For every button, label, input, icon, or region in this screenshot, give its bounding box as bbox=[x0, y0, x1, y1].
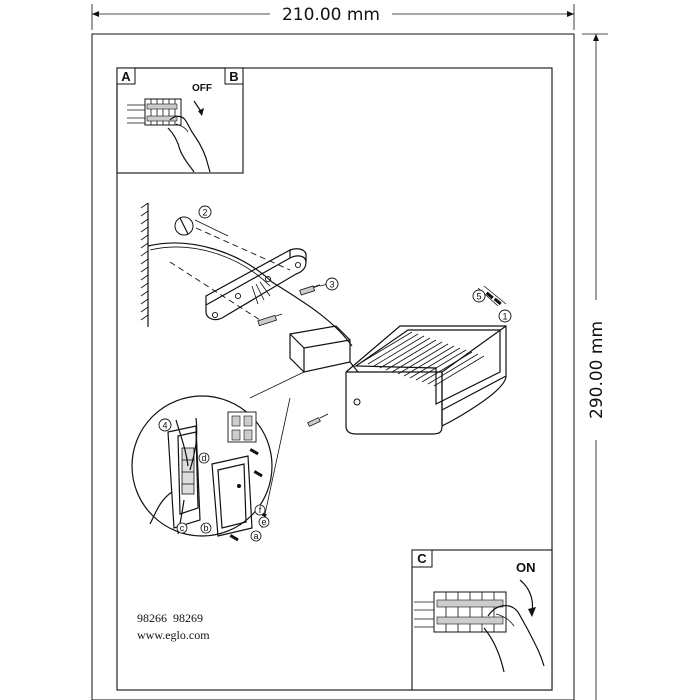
lamp-ribs bbox=[361, 331, 485, 387]
svg-text:f: f bbox=[259, 505, 262, 515]
step-2-marker: 2 bbox=[198, 205, 212, 219]
mains-cable bbox=[147, 242, 353, 347]
detail-leader-2 bbox=[261, 397, 291, 529]
step-3-marker: 3 bbox=[319, 277, 339, 291]
svg-text:5: 5 bbox=[476, 292, 481, 302]
housing-screw-icon bbox=[307, 413, 329, 427]
panel-c-letter: C bbox=[417, 551, 427, 566]
step-1-marker: 1 bbox=[498, 309, 512, 323]
width-dimension: 210.00 mm bbox=[91, 4, 575, 30]
width-dimension-label: 210.00 mm bbox=[282, 5, 380, 25]
wall bbox=[140, 202, 149, 327]
svg-text:d: d bbox=[201, 453, 206, 463]
off-label: OFF bbox=[192, 83, 212, 94]
on-arrow-icon bbox=[519, 579, 536, 617]
model-numbers: 98266 98269 bbox=[137, 611, 203, 625]
wire-marker-c: c bbox=[176, 522, 188, 534]
panel-a-letter: A bbox=[121, 69, 131, 84]
svg-text:3: 3 bbox=[329, 280, 334, 290]
wire-marker-b: b bbox=[200, 522, 212, 534]
sheet-frame bbox=[91, 33, 575, 700]
hand-icon bbox=[167, 115, 211, 173]
svg-text:e: e bbox=[261, 517, 266, 527]
drill-bit-icon bbox=[174, 216, 229, 237]
svg-text:4: 4 bbox=[162, 421, 167, 431]
wall-screw-upper-icon bbox=[299, 284, 321, 296]
wire-marker-d: d bbox=[198, 452, 210, 464]
detail-leader-1 bbox=[249, 371, 305, 399]
wall-screw-lower-icon bbox=[257, 313, 283, 327]
step-5-marker: 5 bbox=[472, 289, 486, 303]
svg-text:c: c bbox=[180, 523, 185, 533]
wiring-detail bbox=[131, 395, 273, 542]
svg-text:a: a bbox=[253, 531, 258, 541]
drill-line-upper bbox=[195, 227, 291, 271]
height-dimension-label: 290.00 mm bbox=[587, 321, 607, 419]
content-frame bbox=[116, 67, 553, 691]
hand-on-icon bbox=[483, 605, 545, 673]
terminal-block-icon bbox=[127, 98, 182, 126]
step-4-marker: 4 bbox=[158, 418, 172, 432]
on-label: ON bbox=[516, 560, 536, 575]
height-dimension: 290.00 mm bbox=[582, 33, 608, 700]
panel-b-letter: B bbox=[229, 69, 238, 84]
svg-text:2: 2 bbox=[202, 208, 207, 218]
driver-box bbox=[289, 325, 359, 373]
terminal-block-on-icon bbox=[414, 591, 507, 633]
panel-ab: A B OFF bbox=[116, 67, 244, 174]
off-arrow-icon bbox=[193, 100, 204, 116]
svg-text:1: 1 bbox=[502, 312, 507, 322]
panel-c: C ON bbox=[411, 549, 553, 691]
wire-marker-a: a bbox=[250, 530, 262, 542]
wire-marker-f: f bbox=[254, 504, 266, 516]
svg-text:b: b bbox=[203, 523, 208, 533]
website-text: www.eglo.com bbox=[137, 628, 210, 642]
mounting-bracket bbox=[205, 248, 307, 321]
wire-marker-e: e bbox=[258, 516, 270, 528]
